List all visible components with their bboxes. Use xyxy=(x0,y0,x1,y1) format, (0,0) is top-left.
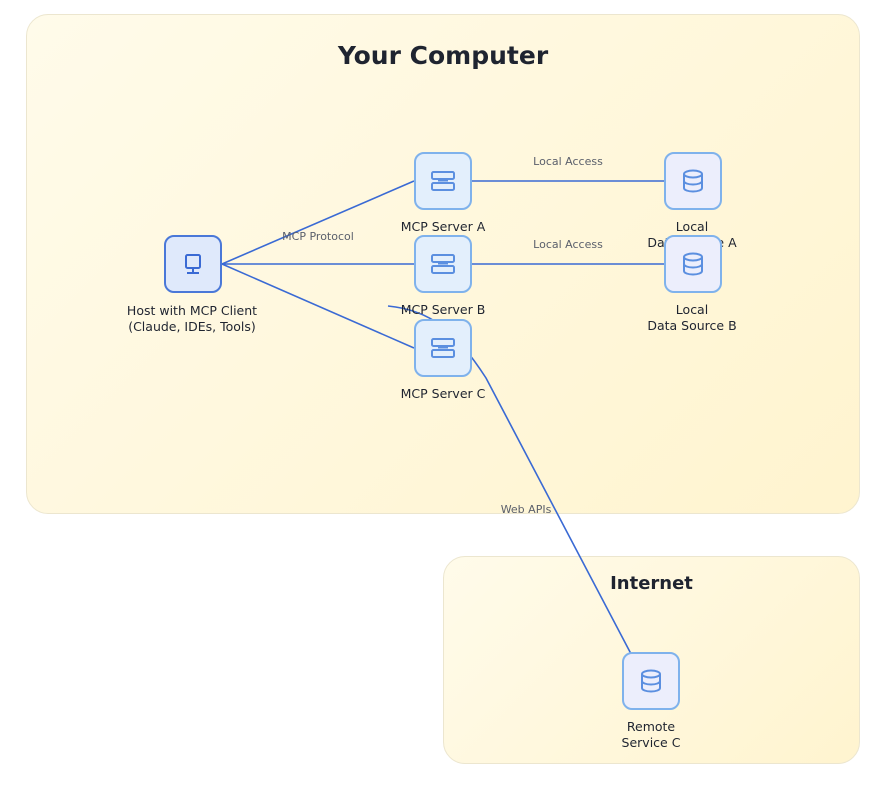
server-icon xyxy=(431,254,455,274)
node-label-mcp-server-a: MCP Server A xyxy=(343,219,543,235)
node-mcp-server-b[interactable] xyxy=(414,235,472,293)
database-icon xyxy=(683,169,703,193)
node-label-local-data-source-b-line2: Data Source B xyxy=(647,318,737,333)
node-label-mcp-server-c: MCP Server C xyxy=(343,386,543,402)
node-local-data-source-a[interactable] xyxy=(664,152,722,210)
node-label-remote-service-c-line1: Remote xyxy=(626,719,676,734)
database-icon xyxy=(641,669,661,693)
edge-label-local-access-b: Local Access xyxy=(533,238,603,251)
node-host[interactable] xyxy=(164,235,222,293)
node-local-data-source-b[interactable] xyxy=(664,235,722,293)
server-icon xyxy=(431,171,455,191)
node-label-local-data-source-a-line1: Local xyxy=(675,219,709,234)
node-remote-service-c[interactable] xyxy=(622,652,680,710)
node-label-mcp-server-a-line1: MCP Server A xyxy=(400,219,486,234)
node-label-local-data-source-b-line1: Local xyxy=(675,302,709,317)
node-label-host: Host with MCP Client (Claude, IDEs, Tool… xyxy=(92,303,292,335)
node-label-host-line1: Host with MCP Client xyxy=(126,303,258,318)
edge-label-web-apis: Web APIs xyxy=(501,503,552,516)
monitor-icon xyxy=(185,254,201,274)
node-mcp-server-a[interactable] xyxy=(414,152,472,210)
group-title-your-computer: Your Computer xyxy=(337,41,549,70)
node-label-remote-service-c: Remote Service C xyxy=(551,719,751,751)
node-label-mcp-server-c-line1: MCP Server C xyxy=(400,386,486,401)
node-label-mcp-server-b: MCP Server B xyxy=(343,302,543,318)
database-icon xyxy=(683,252,703,276)
edge-label-mcp-protocol: MCP Protocol xyxy=(282,230,354,243)
node-label-mcp-server-b-line1: MCP Server B xyxy=(400,302,486,317)
node-label-remote-service-c-line2: Service C xyxy=(621,735,681,750)
node-mcp-server-c[interactable] xyxy=(414,319,472,377)
edge-label-local-access-a: Local Access xyxy=(533,155,603,168)
node-label-local-data-source-b: Local Data Source B xyxy=(592,302,792,334)
server-icon xyxy=(431,338,455,358)
node-label-host-line2: (Claude, IDEs, Tools) xyxy=(128,319,256,334)
edge-host-server-c xyxy=(221,263,415,349)
edge-host-server-a xyxy=(221,180,415,265)
group-title-internet: Internet xyxy=(610,573,693,594)
